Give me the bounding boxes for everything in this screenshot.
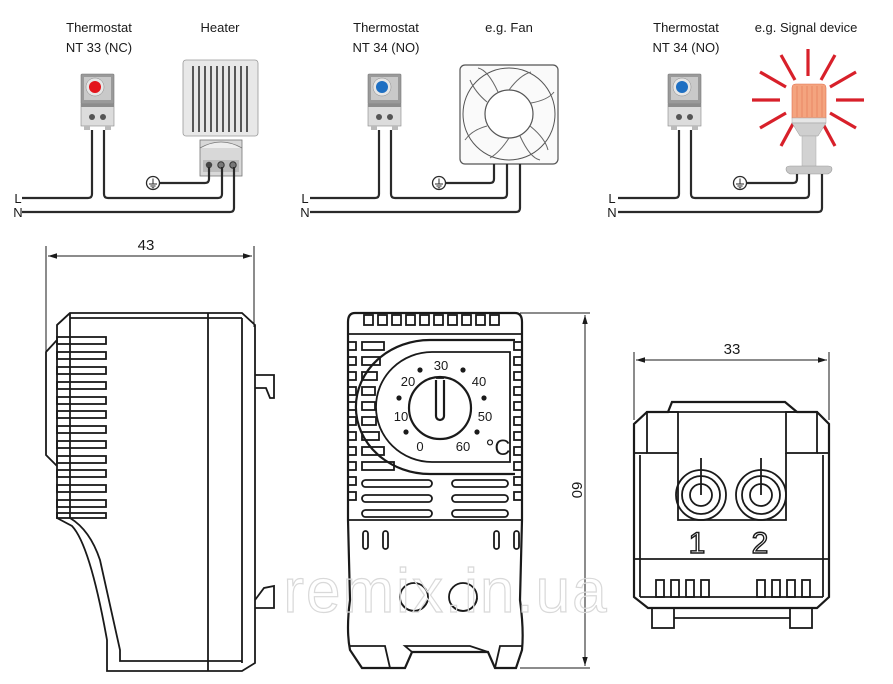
- thermostat-nt34-icon: [367, 73, 402, 131]
- signal-lamp-icon: [752, 49, 864, 175]
- dial-mark-10: 10: [394, 409, 408, 424]
- dimension-depth: 43: [138, 237, 155, 254]
- terminal-label-2: 2: [752, 527, 769, 560]
- dial-panel-outline: [354, 338, 515, 476]
- dial-mark-20: 20: [401, 374, 415, 389]
- heater-icon: [182, 59, 259, 177]
- dial-knob: [376, 81, 388, 93]
- device-label: e.g. Fan: [485, 20, 533, 35]
- thermostat-label-line2: NT 34 (NO): [653, 40, 720, 55]
- thermostat-nt33-icon: [80, 73, 115, 131]
- wiring-diagram-signal-device: Thermostat NT 34 (NO) e.g. Signal device: [607, 20, 864, 220]
- dial-knob: [676, 81, 688, 93]
- dimension-width: 33: [724, 341, 741, 358]
- dial-mark-50: 50: [478, 409, 492, 424]
- dial-pointer: [434, 380, 446, 422]
- dial-mark-60: 60: [456, 439, 470, 454]
- terminal-1-icon: [675, 458, 727, 521]
- din-clip-top: [255, 374, 275, 399]
- din-clip-bottom: [254, 584, 275, 609]
- top-vent-slots: [363, 314, 500, 326]
- device-label: Heater: [200, 20, 240, 35]
- terminal-2-icon: [735, 458, 787, 521]
- dial-mark-40: 40: [472, 374, 486, 389]
- dial-face: [375, 351, 511, 463]
- side-vent-slots: [56, 336, 107, 519]
- ground-symbol-icon: [431, 175, 447, 191]
- front-grip-slots: [362, 530, 520, 550]
- wiring-diagram-heater: Thermostat NT 33 (NC) Heater: [13, 20, 259, 220]
- thermostat-label-line1: Thermostat: [66, 20, 132, 35]
- line-label: L: [301, 191, 308, 206]
- bottom-vent-slots: [655, 579, 811, 598]
- front-view-drawing: 60: [346, 311, 590, 670]
- dial-mark-30: 30: [434, 358, 448, 373]
- wiring-diagram-fan: Thermostat NT 34 (NO) e.g. Fan L N: [300, 20, 559, 220]
- dial-scale-dots: [396, 367, 487, 435]
- ground-symbol-icon: [732, 175, 748, 191]
- dial-knob: [407, 375, 473, 441]
- thermostat-label-line1: Thermostat: [653, 20, 719, 35]
- side-view-drawing: 43: [45, 237, 275, 672]
- line-label: L: [14, 191, 21, 206]
- line-label: L: [608, 191, 615, 206]
- neutral-label: N: [300, 205, 309, 220]
- neutral-label: N: [13, 205, 22, 220]
- thermostat-label-line1: Thermostat: [353, 20, 419, 35]
- dial-knob: [89, 81, 101, 93]
- thermostat-label-line2: NT 34 (NO): [353, 40, 420, 55]
- ground-symbol-icon: [145, 175, 161, 191]
- dimension-height: 60: [568, 482, 585, 499]
- watermark: remix.in.ua: [283, 557, 608, 626]
- dial-mark-0: 0: [416, 439, 423, 454]
- terminal-label-1: 1: [689, 527, 706, 560]
- right-vent-slots: [513, 341, 523, 501]
- thermostat-nt34-icon: [667, 73, 702, 131]
- lower-vent-slots: [361, 479, 509, 518]
- neutral-label: N: [607, 205, 616, 220]
- thermostat-label-line2: NT 33 (NC): [66, 40, 132, 55]
- bottom-view-drawing: 33 1 2: [632, 341, 831, 629]
- dial-unit-celsius: °C: [486, 435, 511, 460]
- fan-icon: [459, 64, 559, 165]
- device-label: e.g. Signal device: [755, 20, 858, 35]
